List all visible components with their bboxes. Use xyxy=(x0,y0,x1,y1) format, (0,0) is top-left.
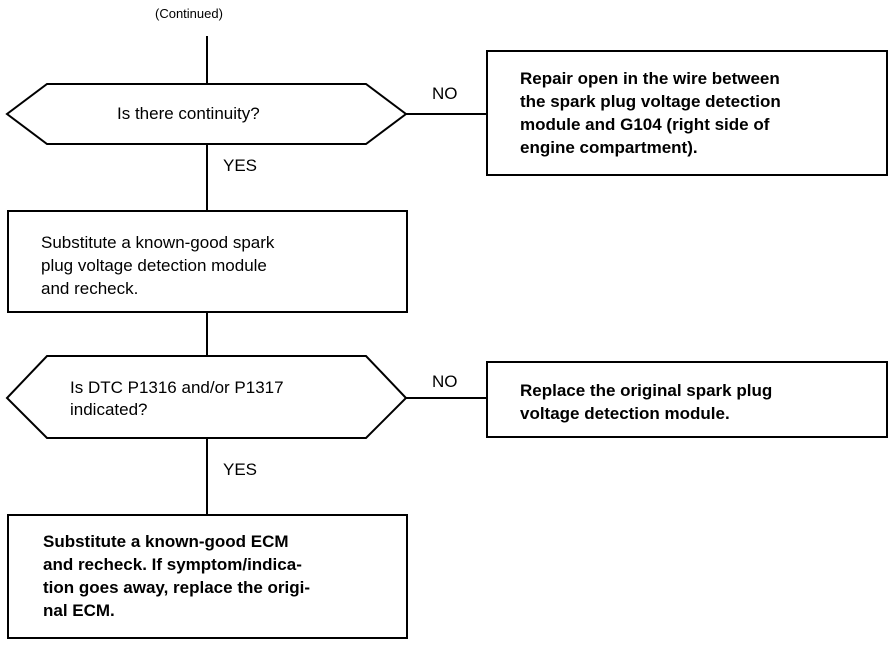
decision-1-question-line: Is there continuity? xyxy=(117,104,260,123)
replace-module-line: voltage detection module. xyxy=(520,404,730,423)
decision-diamond-1 xyxy=(5,83,408,145)
repair-open-line: module and G104 (right side of xyxy=(520,115,770,134)
decision-1-yes-label: YES xyxy=(223,156,258,175)
replace-module-line: Replace the original spark plug xyxy=(520,381,773,400)
continued-label: (Continued) xyxy=(155,6,223,21)
decision-1-no-label: NO xyxy=(432,84,458,103)
box-replace-module xyxy=(486,361,888,438)
decision-2-no-label: NO xyxy=(432,372,458,391)
substitute-module-line: and recheck. xyxy=(41,279,139,298)
decision-2-question: Is DTC P1316 and/or P1317 indicated? xyxy=(70,377,284,421)
decision-1-question: Is there continuity? xyxy=(117,104,260,124)
decision-diamond-2 xyxy=(5,355,408,439)
repair-open-text: Repair open in the wire between the spar… xyxy=(520,67,781,159)
repair-open-line: engine compartment). xyxy=(520,138,698,157)
decision-2-question-line: Is DTC P1316 and/or P1317 xyxy=(70,378,284,397)
replace-module-text: Replace the original spark plug voltage … xyxy=(520,379,772,425)
substitute-module-line: plug voltage detection module xyxy=(41,256,267,275)
box-substitute-ecm xyxy=(7,514,408,639)
substitute-module-line: Substitute a known-good spark xyxy=(41,233,275,252)
decision-2-yes-label: YES xyxy=(223,460,258,479)
box-repair-open xyxy=(486,50,888,176)
repair-open-line: Repair open in the wire between xyxy=(520,69,780,88)
substitute-ecm-line: and recheck. If symptom/indica- xyxy=(43,555,302,574)
substitute-module-text: Substitute a known-good spark plug volta… xyxy=(41,231,274,300)
substitute-ecm-line: tion goes away, replace the origi- xyxy=(43,578,311,597)
box-substitute-module xyxy=(7,210,408,313)
substitute-ecm-text: Substitute a known-good ECM and recheck.… xyxy=(43,530,310,622)
substitute-ecm-line: Substitute a known-good ECM xyxy=(43,532,289,551)
substitute-ecm-line: nal ECM. xyxy=(43,601,115,620)
decision-2-question-line: indicated? xyxy=(70,400,148,419)
repair-open-line: the spark plug voltage detection xyxy=(520,92,781,111)
